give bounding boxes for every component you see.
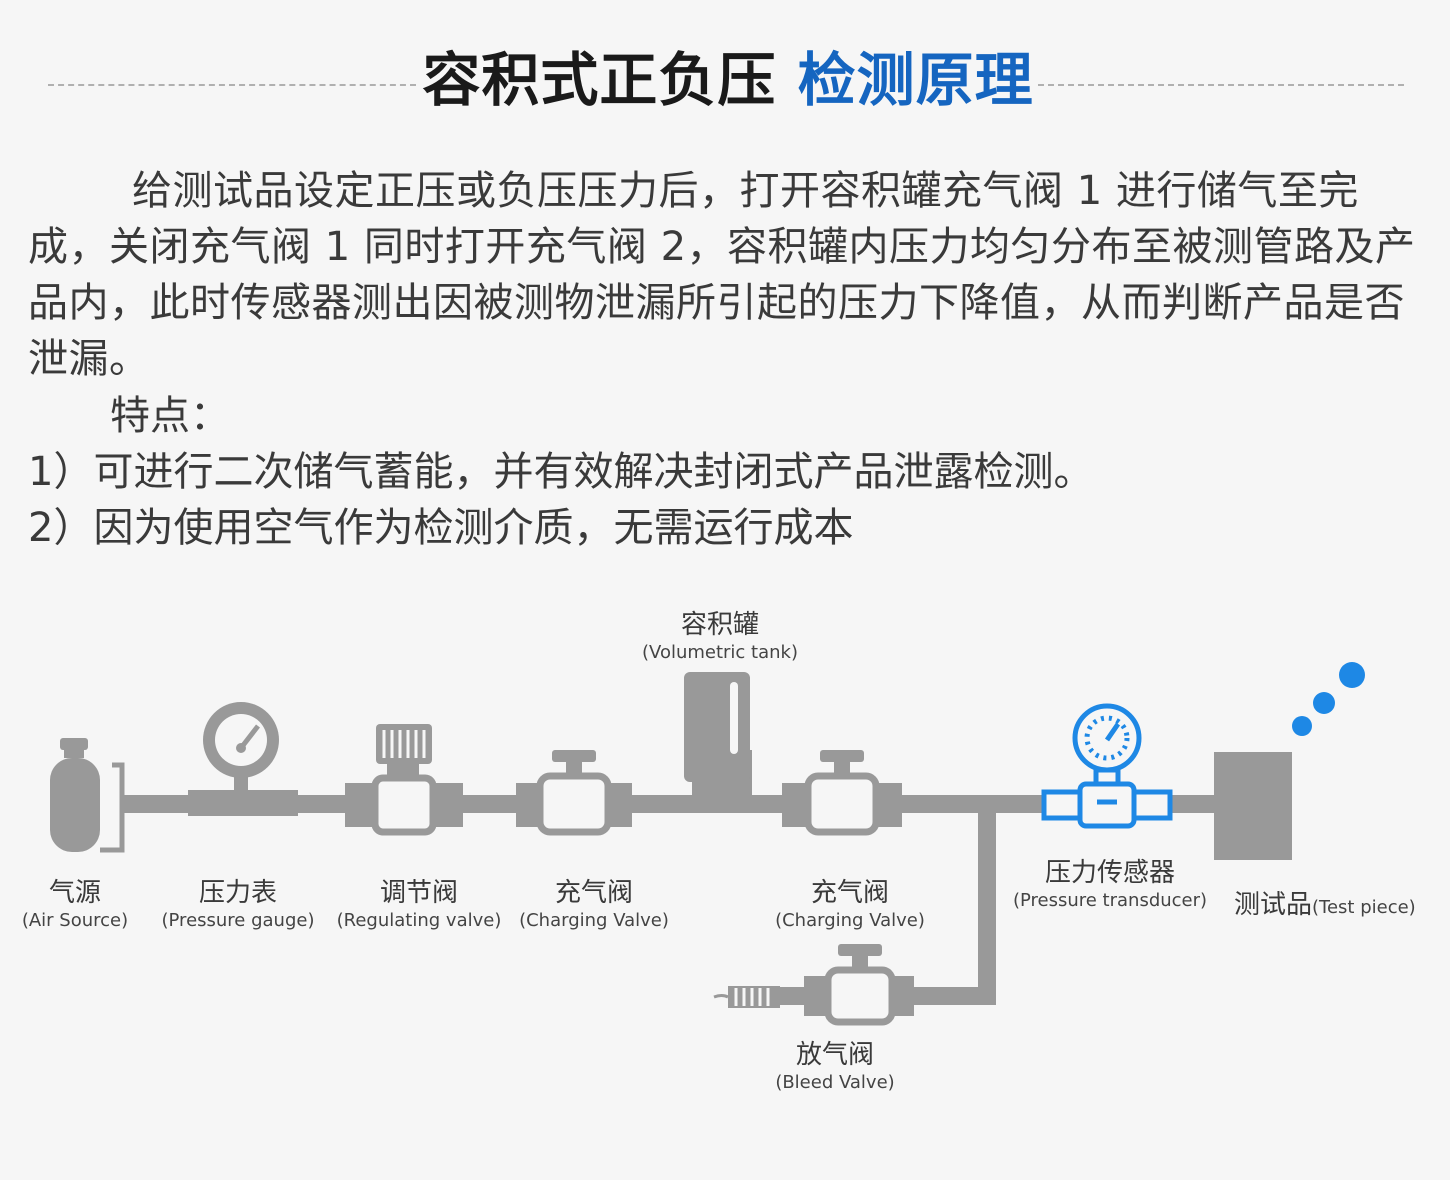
leak-bubbles-icon	[1292, 662, 1365, 736]
feature-item-2: 2）因为使用空气作为检测介质，无需运行成本	[28, 505, 854, 551]
volumetric-tank-icon	[684, 672, 752, 800]
label-volumetric-tank: 容积罐 (Volumetric tank)	[642, 610, 798, 663]
air-source-icon	[50, 738, 125, 853]
label-bleed-valve: 放气阀 (Bleed Valve)	[775, 1040, 895, 1093]
test-piece-icon	[1214, 752, 1292, 860]
feature-item-1: 1）可进行二次储气蓄能，并有效解决封闭式产品泄露检测。	[28, 449, 1094, 495]
charging-valve-1-icon	[516, 750, 632, 836]
title-divider-right	[1038, 84, 1404, 86]
features-heading: 特点：	[110, 393, 230, 439]
pressure-gauge-icon	[188, 702, 298, 816]
title-part-black: 容积式正负压	[422, 46, 777, 114]
title-part-blue: 检测原理	[797, 46, 1034, 114]
bleed-valve-icon	[713, 944, 914, 1026]
charging-valve-2-icon	[782, 750, 902, 836]
regulating-valve-icon	[345, 724, 463, 836]
label-air-source: 气源 (Air Source)	[21, 878, 129, 931]
label-test-piece: 测试品(Test piece)	[1234, 890, 1416, 920]
label-charging-valve-2: 充气阀 (Charging Valve)	[775, 878, 925, 931]
pressure-transducer-icon	[1041, 703, 1173, 829]
label-charging-valve-1: 充气阀 (Charging Valve)	[519, 878, 669, 931]
principle-paragraph: 给测试品设定正压或负压压力后，打开容积罐充气阀 1 进行储气至完成，关闭充气阀 …	[28, 168, 1416, 382]
branch-pipe-vertical	[978, 795, 996, 1005]
page-title: 容积式正负压 检测原理	[420, 40, 1036, 120]
label-regulating-valve: 调节阀 (Regulating valve)	[336, 878, 502, 931]
leak-test-diagram: 气源 (Air Source) 压力表 (Pressure gauge) 调节阀…	[0, 600, 1450, 1140]
title-divider-left	[48, 84, 416, 86]
label-pressure-gauge: 压力表 (Pressure gauge)	[161, 878, 315, 931]
label-pressure-transducer: 压力传感器 (Pressure transducer)	[1012, 858, 1208, 911]
diagram-graphic	[50, 662, 1365, 1026]
header: 容积式正负压 检测原理	[0, 40, 1450, 120]
